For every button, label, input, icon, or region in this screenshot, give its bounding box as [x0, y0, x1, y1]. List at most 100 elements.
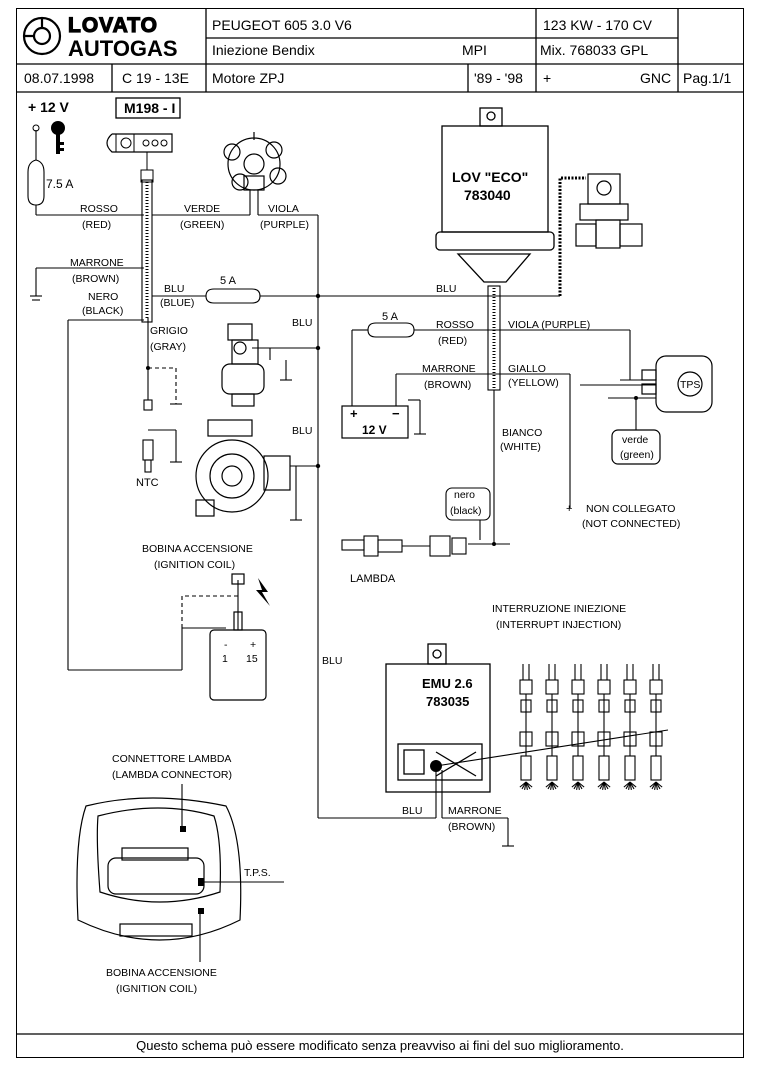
- black-small-label: (black): [450, 505, 482, 517]
- blue-label: (BLUE): [160, 297, 194, 309]
- fuse-5a-label-2: 5 A: [382, 311, 399, 323]
- verde-small-label: verde: [622, 434, 648, 446]
- coil-15: 15: [246, 653, 258, 665]
- nero-small-label: nero: [454, 489, 475, 501]
- ecu-name-label: LOV "ECO": [452, 169, 528, 185]
- battery-label: 12 V: [362, 423, 387, 437]
- injector-5: [623, 664, 637, 790]
- lambda-sensor: [341, 487, 491, 557]
- lambda-label: LAMBDA: [350, 573, 396, 585]
- brown-label-3: (BROWN): [448, 821, 495, 833]
- emu-module: [385, 643, 491, 793]
- emu-name-label: EMU 2.6: [422, 676, 473, 691]
- verde-label: VERDE: [184, 203, 220, 215]
- injector-3: [571, 664, 585, 790]
- injector-2: [545, 664, 559, 790]
- tps-label: TPS: [680, 379, 700, 391]
- lambda-conn-it-label: CONNETTORE LAMBDA: [112, 753, 231, 765]
- lovato-logo: LOVATO AUTOGAS: [22, 13, 178, 61]
- battery-icon: [341, 405, 409, 439]
- viola-purple-label: VIOLA (PURPLE): [508, 319, 590, 331]
- viola-label: VIOLA: [268, 203, 299, 215]
- tps-marker: [198, 878, 204, 886]
- coil-marker: [198, 908, 204, 914]
- pressure-reducer-icon: [195, 419, 291, 517]
- tps-sensor: [611, 355, 713, 465]
- car-front-view: [76, 797, 242, 941]
- fuse-main-label: 7.5 A: [46, 177, 73, 191]
- black-label: (BLACK): [82, 305, 123, 317]
- non-collegato-label: NON COLLEGATO: [586, 503, 675, 515]
- ntc-label: NTC: [136, 477, 159, 489]
- injector-1: [519, 664, 533, 790]
- gray-label: (GRAY): [150, 341, 186, 353]
- blu-label-2: BLU: [436, 283, 456, 295]
- green-small-label: (green): [620, 449, 654, 461]
- lambda-conn-en-label: (LAMBDA CONNECTOR): [112, 769, 232, 781]
- lambda-connector-marker: [180, 826, 186, 832]
- marrone-label-3: MARRONE: [448, 805, 502, 817]
- plus12v-label: + 12 V: [28, 99, 70, 115]
- coil-1: 1: [222, 653, 228, 665]
- header-years: '89 - '98: [474, 70, 523, 86]
- header-plus: +: [543, 70, 552, 86]
- header-engine: Motore ZPJ: [212, 70, 285, 86]
- distributor-icon: [223, 132, 287, 191]
- rosso-label: ROSSO: [80, 203, 118, 215]
- header-vehicle: PEUGEOT 605 3.0 V6: [212, 17, 352, 33]
- gas-valve-icon: [575, 173, 643, 249]
- ignition-coil-icon: [209, 573, 267, 701]
- logo-line2: AUTOGAS: [68, 36, 178, 61]
- coil-minus: -: [224, 639, 228, 651]
- switch-id-label: M198 - I: [124, 100, 175, 116]
- coil2-en-label: (IGNITION COIL): [116, 983, 197, 995]
- battery-minus: −: [392, 406, 400, 421]
- red-label: (RED): [82, 219, 111, 231]
- giallo-label: GIALLO: [508, 363, 546, 375]
- footer-note: Questo schema può essere modificato senz…: [136, 1038, 624, 1053]
- purple-label: (PURPLE): [260, 219, 309, 231]
- marrone-label: MARRONE: [70, 257, 124, 269]
- injector-4: [597, 664, 611, 790]
- blu-label-1: BLU: [164, 283, 184, 295]
- injectors: [519, 664, 663, 790]
- logo-line1: LOVATO: [68, 14, 158, 37]
- header-date: 08.07.1998: [24, 70, 95, 86]
- x-mark: +: [566, 503, 572, 515]
- grigio-label: GRIGIO: [150, 325, 188, 337]
- blu-label-3: BLU: [292, 317, 312, 329]
- red-label-2: (RED): [438, 335, 467, 347]
- header-injection-type: MPI: [462, 42, 487, 58]
- rosso-label-2: ROSSO: [436, 319, 474, 331]
- header-page: Pag.1/1: [683, 70, 732, 86]
- injector-6: [649, 664, 663, 790]
- switch-module: [106, 97, 181, 183]
- ntc-sensor-icon: [142, 399, 154, 473]
- spark-icon: [256, 578, 270, 606]
- ecu-lov-eco: [435, 107, 555, 283]
- coil-plus: +: [250, 639, 256, 651]
- coil2-it-label: BOBINA ACCENSIONE: [106, 967, 217, 979]
- brown-label-2: (BROWN): [424, 379, 471, 391]
- blu-label-5: BLU: [322, 655, 342, 667]
- coil-en-label: (IGNITION COIL): [154, 559, 235, 571]
- nero-label: NERO: [88, 291, 118, 303]
- drawing-frame: [16, 8, 744, 1058]
- lpg-solenoid-valve-icon: [221, 323, 265, 407]
- header-injection: Iniezione Bendix: [212, 42, 315, 58]
- tps-dot-label: T.P.S.: [244, 867, 271, 879]
- header-mixer: Mix. 768033 GPL: [540, 42, 649, 58]
- header-fuel: GNC: [640, 70, 672, 86]
- coil-it-label: BOBINA ACCENSIONE: [142, 543, 253, 555]
- blu-label-4: BLU: [292, 425, 312, 437]
- not-connected-label: (NOT CONNECTED): [582, 518, 680, 530]
- bianco-label: BIANCO: [502, 427, 542, 439]
- brown-label: (BROWN): [72, 273, 119, 285]
- green-label: (GREEN): [180, 219, 224, 231]
- blu-label-6: BLU: [402, 805, 422, 817]
- yellow-label: (YELLOW): [508, 377, 559, 389]
- interrupt-en-label: (INTERRUPT INJECTION): [496, 619, 621, 631]
- battery-plus: +: [350, 406, 358, 421]
- interrupt-it-label: INTERRUZIONE INIEZIONE: [492, 603, 626, 615]
